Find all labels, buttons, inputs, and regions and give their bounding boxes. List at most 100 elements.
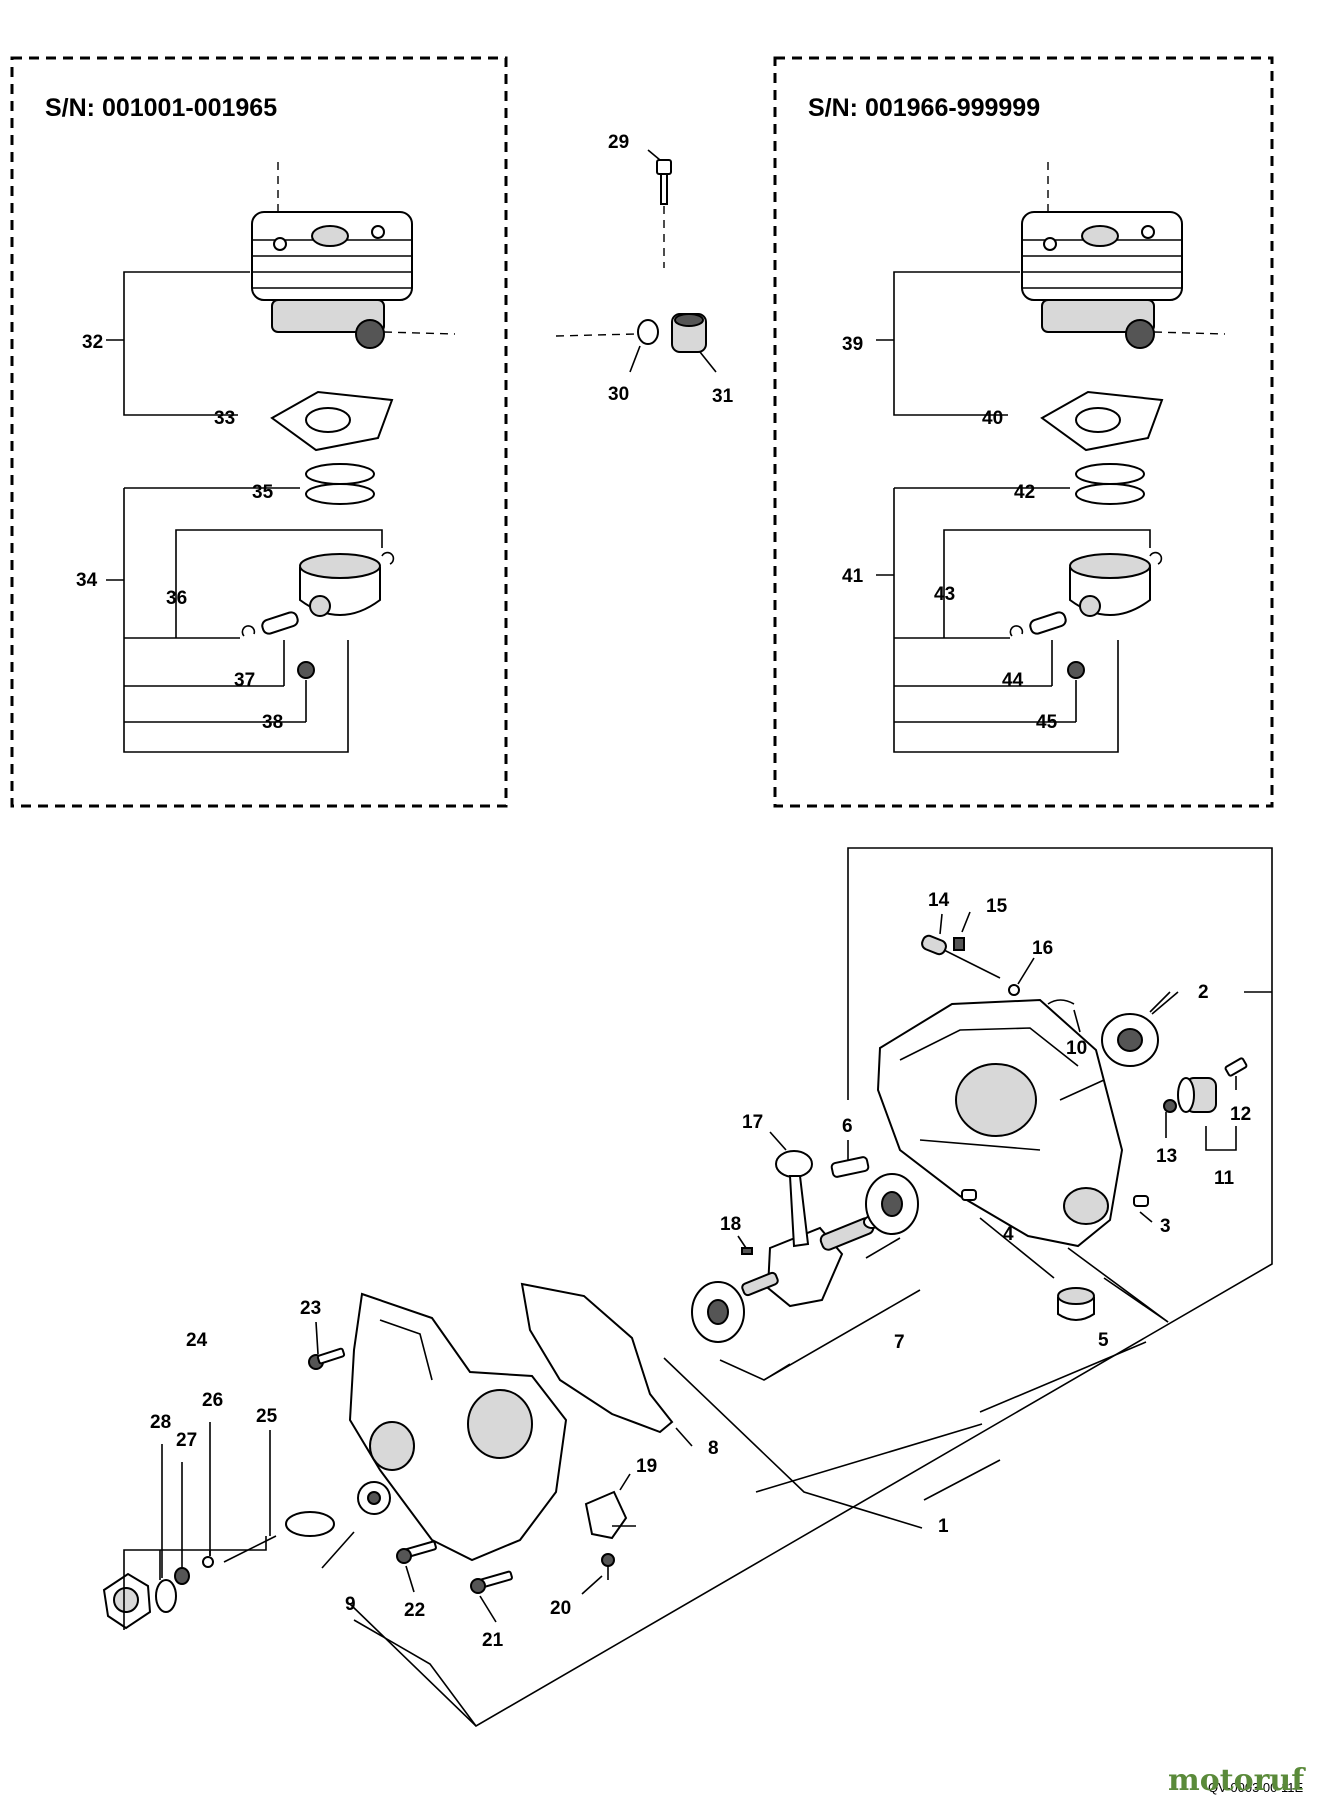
- callout-35: 35: [252, 482, 274, 503]
- rubber-mount-11: [1177, 1077, 1217, 1113]
- callout-13: 13: [1156, 1146, 1177, 1167]
- assembly-lines: [123, 847, 1273, 1727]
- valve-31: [671, 313, 717, 373]
- callout-26: 26: [202, 1390, 223, 1411]
- screw-26: [202, 1556, 214, 1568]
- callout-40: 40: [982, 408, 1003, 429]
- cylinder-gasket-left: [270, 390, 394, 452]
- needle-bearing-right: [1067, 661, 1085, 679]
- callout-7: 7: [894, 1332, 905, 1353]
- callout-4: 4: [1003, 1224, 1014, 1245]
- callout-23: 23: [300, 1298, 321, 1319]
- callout-25: 25: [256, 1406, 278, 1427]
- callout-16: 16: [1032, 938, 1053, 959]
- callout-9: 9: [345, 1594, 356, 1615]
- callout-42: 42: [1014, 482, 1035, 503]
- callout-6: 6: [842, 1116, 853, 1137]
- bolt-21: [470, 1570, 513, 1594]
- callout-44: 44: [1002, 670, 1024, 691]
- serial-box-left: [10, 56, 508, 808]
- callout-28: 28: [150, 1412, 171, 1433]
- piston-pin-right: [1029, 611, 1067, 635]
- callout-38: 38: [262, 712, 283, 733]
- callout-41: 41: [842, 566, 864, 587]
- callout-45: 45: [1036, 712, 1058, 733]
- spring-16: [1008, 984, 1020, 996]
- piston-pin-left: [261, 611, 299, 635]
- drawing-code: QV-0003 00 11E: [1208, 1780, 1303, 1795]
- dowel-4: [961, 1189, 977, 1201]
- callout-2: 2: [1198, 982, 1209, 1003]
- callout-29: 29: [608, 132, 629, 153]
- callout-24: 24: [186, 1330, 208, 1351]
- connecting-rod-17: [775, 1150, 813, 1248]
- circlip-left: [241, 551, 395, 637]
- bracket-19: [584, 1490, 636, 1540]
- callout-20: 20: [550, 1598, 571, 1619]
- bearing-right-7: [865, 1173, 919, 1235]
- callout-15: 15: [986, 896, 1008, 917]
- callout-37: 37: [234, 670, 255, 691]
- oil-seal-2: [1101, 1013, 1159, 1067]
- callout-33: 33: [214, 408, 235, 429]
- callout-19: 19: [636, 1456, 657, 1477]
- o-ring-30: [555, 319, 659, 373]
- clip-27: [174, 1567, 190, 1585]
- callout-22: 22: [404, 1600, 425, 1621]
- callout-10: 10: [1066, 1038, 1087, 1059]
- bolt-23: [308, 1347, 346, 1370]
- oil-filter-24: [102, 1572, 152, 1630]
- cylinder-gasket-right: [1040, 390, 1164, 452]
- cylinder-right: [1021, 162, 1226, 349]
- bolt-20: [601, 1553, 615, 1580]
- callout-31: 31: [712, 386, 734, 407]
- pin-6: [830, 1156, 870, 1178]
- callout-14: 14: [928, 890, 950, 911]
- crankcase-left-half: [348, 1292, 568, 1562]
- piston-left: [299, 553, 381, 617]
- callout-43: 43: [934, 584, 955, 605]
- callout-21: 21: [482, 1630, 504, 1651]
- callout-30: 30: [608, 384, 629, 405]
- callout-1: 1: [938, 1516, 949, 1537]
- cylinder-left: [251, 162, 456, 349]
- dowel-3: [1133, 1195, 1149, 1207]
- plug-5: [1057, 1287, 1095, 1321]
- piston-right: [1069, 553, 1151, 617]
- callout-17: 17: [742, 1112, 763, 1133]
- crankcase-gasket-8: [520, 1282, 674, 1434]
- callout-36: 36: [166, 588, 187, 609]
- bolt-12: [1224, 1057, 1248, 1077]
- callout-8: 8: [708, 1438, 719, 1459]
- bearing-left-7: [691, 1281, 745, 1343]
- callout-labels: 1 2 3 4 5 6 7 8 9 10 11 12 13 14 15 16 1…: [76, 132, 1251, 1651]
- hose-25: [223, 1511, 335, 1563]
- callout-39: 39: [842, 334, 863, 355]
- crankcase-right-half: [876, 998, 1124, 1248]
- callout-3: 3: [1160, 1216, 1171, 1237]
- callout-12: 12: [1230, 1104, 1251, 1125]
- decomp-rod-14: [921, 934, 1001, 979]
- key-18: [741, 1247, 753, 1255]
- wire-10: [1047, 999, 1075, 1005]
- callout-lines-right-box: [876, 271, 1151, 753]
- o-ring-28: [155, 1579, 177, 1613]
- serial-range-right: S/N: 001966-999999: [808, 94, 1040, 122]
- callout-32: 32: [82, 332, 103, 353]
- callout-5: 5: [1098, 1330, 1109, 1351]
- needle-bearing-left: [297, 661, 315, 679]
- callout-lines-left-box: [106, 271, 383, 753]
- oil-seal-9: [357, 1481, 391, 1515]
- callout-27: 27: [176, 1430, 197, 1451]
- bolt-22: [396, 1540, 437, 1564]
- piston-ring-right: [1075, 463, 1145, 505]
- serial-box-right: [773, 56, 1274, 808]
- washer-13: [1163, 1099, 1177, 1113]
- circlip-right: [1009, 551, 1163, 637]
- serial-range-left: S/N: 001001-001965: [45, 94, 277, 122]
- callout-18: 18: [720, 1214, 741, 1235]
- crankshaft-7: [741, 1215, 881, 1308]
- nut-15: [953, 937, 965, 951]
- callout-11: 11: [1214, 1168, 1235, 1189]
